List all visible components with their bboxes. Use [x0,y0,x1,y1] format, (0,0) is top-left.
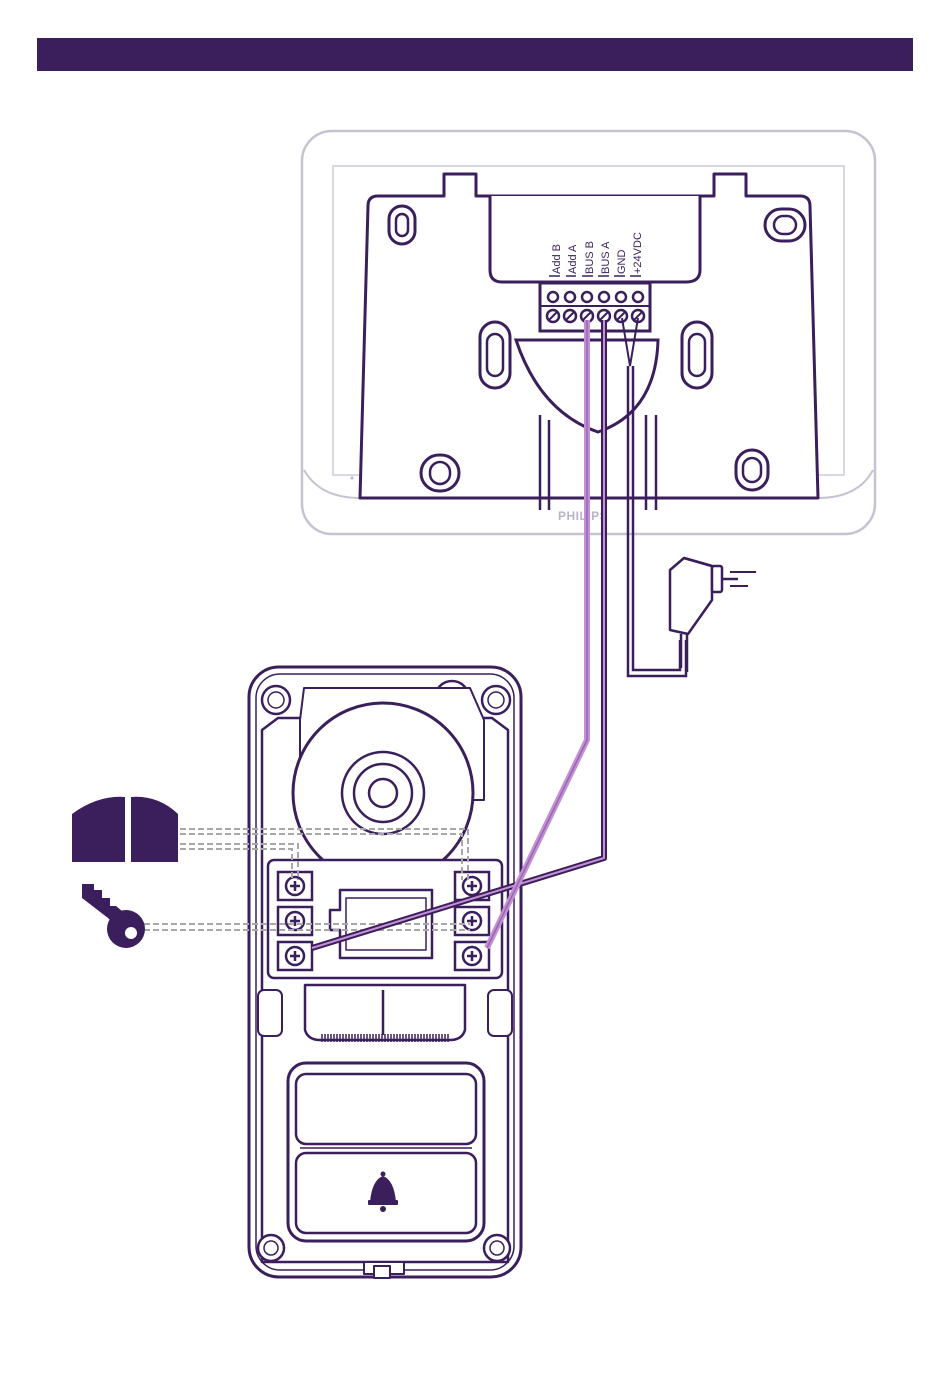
brand-logo: PHILIPS [558,509,608,523]
terminal-label-add-a: Add A [567,244,579,274]
outdoor-terminal-screw [455,942,489,970]
terminal-screw [547,310,559,322]
terminal-top-screw [616,292,626,302]
outdoor-terminal-screw [278,942,312,970]
terminal-label-bus-b: BUS B [584,241,596,274]
terminal-block [540,283,650,331]
header-bar [37,38,913,71]
terminal-top-screw [633,292,643,302]
terminal-label-bus-a: BUS A [600,241,612,274]
terminal-top-screw [565,292,575,302]
terminal-screw [564,310,576,322]
outdoor-terminal-screw [278,872,312,900]
terminal-top-screw [582,292,592,302]
double-gate-icon [72,797,178,862]
terminal-top-screw [548,292,558,302]
terminal-label-24vdc: +24VDC [632,232,644,274]
terminal-top-screw [599,292,609,302]
power-adapter-icon [670,558,756,672]
terminal-label-add-b: Add B [551,244,563,274]
key-icon [82,884,145,948]
terminal-label-gnd: GND [616,250,628,275]
terminal-screw [615,310,627,322]
